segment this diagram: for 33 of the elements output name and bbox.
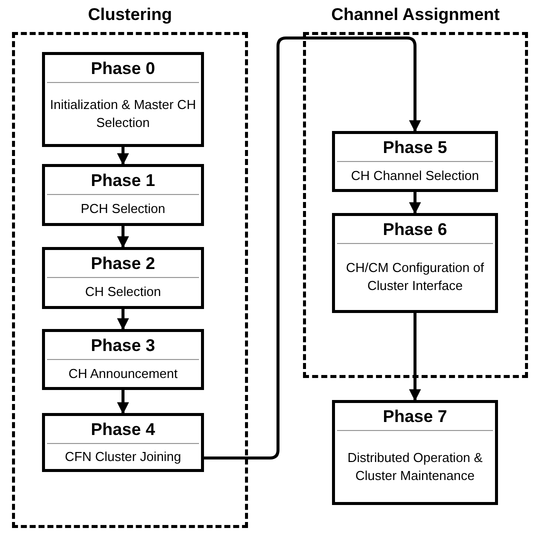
phase-box — [42, 164, 204, 226]
phase-title: Phase 5 — [337, 134, 493, 162]
phase-title: Phase 6 — [337, 216, 493, 244]
arrow — [117, 309, 129, 330]
group-title: Clustering — [86, 5, 174, 25]
phase-title: Phase 1 — [47, 167, 199, 195]
arrow — [409, 313, 421, 402]
arrow — [117, 226, 129, 248]
phase-title: Phase 4 — [47, 416, 199, 444]
phase-description: CH Announcement — [68, 364, 178, 382]
phase-box — [42, 247, 204, 309]
phase-box — [42, 329, 204, 390]
arrow — [117, 390, 129, 414]
phase-description: CH Channel Selection — [351, 166, 479, 184]
group-title: Channel Assignment — [330, 5, 501, 25]
phase-description: Initialization & Master CH Selection — [49, 96, 197, 132]
arrow — [117, 147, 129, 166]
phase-title: Phase 7 — [337, 403, 493, 431]
phase-description: PCH Selection — [80, 200, 166, 218]
phase-description: CH/CM Configuration of Cluster Interface — [345, 259, 485, 295]
phase-box — [332, 400, 498, 505]
phase-description: Distributed Operation & Cluster Maintenance — [346, 448, 484, 484]
phase-title: Phase 2 — [47, 250, 199, 278]
arrow — [409, 192, 421, 214]
phase-box — [332, 213, 498, 313]
phase-description: CH Selection — [85, 283, 161, 301]
phase-box — [42, 52, 204, 147]
phase-title: Phase 3 — [47, 332, 199, 360]
phase-title: Phase 0 — [47, 55, 199, 83]
phase-description: CFN Cluster Joining — [64, 448, 182, 466]
arrow — [204, 36, 421, 460]
phase-box — [42, 413, 204, 472]
phase-box — [332, 131, 498, 192]
